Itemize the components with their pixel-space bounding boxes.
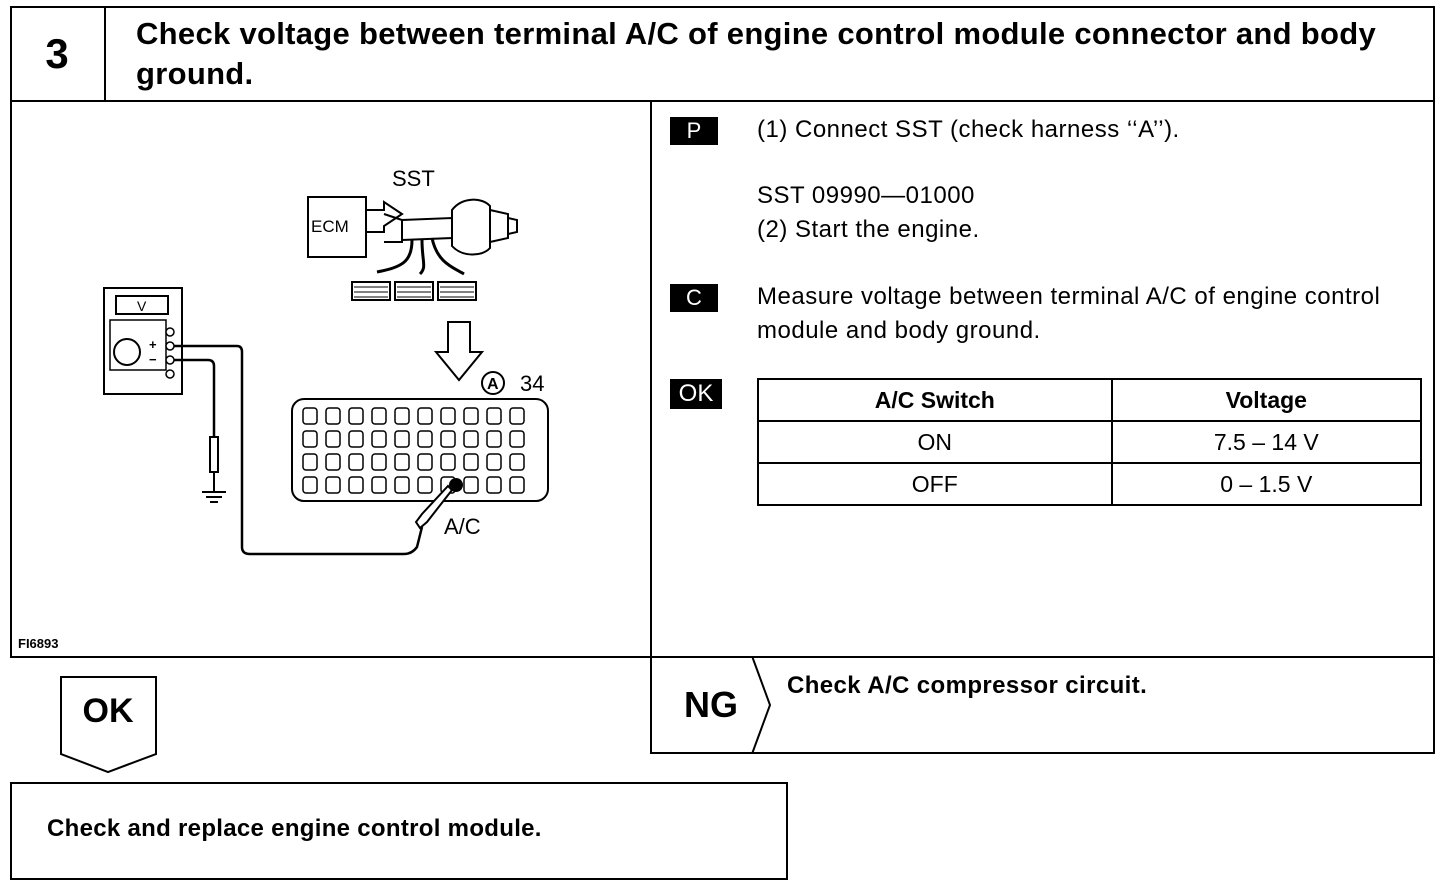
measure-instruction: Measure voltage between terminal A/C of … [757,283,1381,344]
step-header [10,6,1435,102]
column-divider [650,100,652,753]
ac-terminal [449,478,463,492]
step-2: (2) Start the engine. [757,216,980,243]
step-title: Check voltage between terminal A/C of en… [136,16,1377,91]
ng-box [650,656,1435,754]
connector-number: 34 [520,371,544,396]
figure-id: FI6893 [18,636,59,651]
table-row: OFF 0 – 1.5 V [757,462,1423,506]
negative-lead [174,358,216,437]
table-row: ON 7.5 – 14 V [757,420,1423,464]
ng-chevron-icon [751,656,772,754]
prepare-tag: P [670,117,718,145]
check-tag: C [670,284,718,312]
probe [414,484,454,530]
sst-number: SST 09990—01000 [757,182,975,209]
table-cell: OFF [757,462,1113,506]
table-header-row: A/C Switch Voltage [757,378,1423,422]
column-header: Voltage [1110,378,1423,422]
sst-harness [365,200,404,233]
column-header: A/C Switch [757,378,1113,422]
ok-label: OK [82,692,134,730]
ecm-label: ECM [311,217,349,236]
table-cell: 7.5 – 14 V [1110,420,1423,464]
main-frame [10,100,1435,658]
ok-tag: OK [670,379,722,409]
ok-result-box [10,782,788,880]
ng-action: Check A/C compressor circuit. [787,672,1148,699]
connector-a-icon [481,371,505,395]
connector-pins [302,407,525,494]
ng-label: NG [684,684,738,725]
table-cell: 0 – 1.5 V [1110,462,1423,506]
step-number: 3 [10,6,106,102]
svg-text:+: + [149,337,157,352]
svg-text:A: A [487,376,499,393]
down-arrow-icon [433,321,485,382]
step-1: (1) Connect SST (check harness ‘‘A’’). [757,116,1180,143]
table-cell: ON [757,420,1113,464]
spec-table: A/C Switch Voltage ON 7.5 – 14 V OFF 0 –… [757,378,1423,506]
svg-text:−: − [149,352,157,367]
positive-lead [174,344,424,556]
ground-icon [202,491,226,503]
ok-flag-icon [60,676,157,774]
meter-label: V [137,298,147,314]
terminal-label: A/C [444,514,481,539]
wiring-diagram: SST ECM A 34 A/C V + − [103,166,549,556]
sst-label: SST [392,166,435,191]
ok-action: Check and replace engine control module. [47,815,542,842]
